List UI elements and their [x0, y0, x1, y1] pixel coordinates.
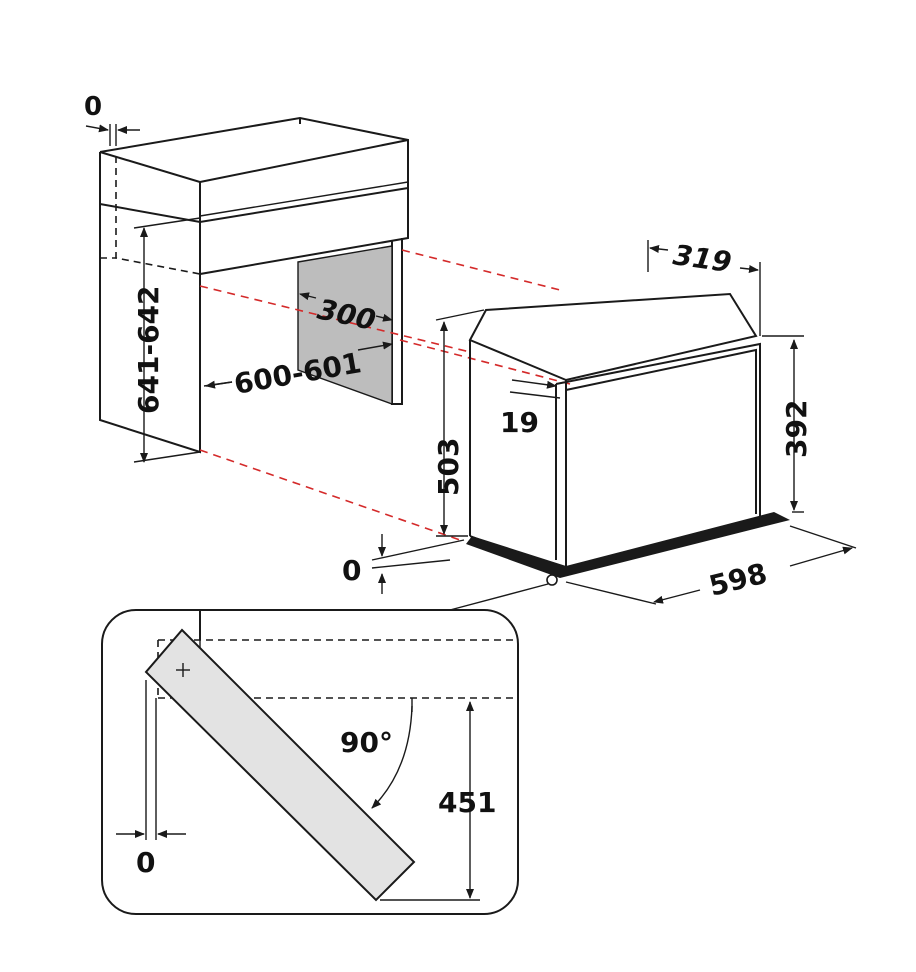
label-oven-front-height: 392 [780, 400, 813, 458]
label-door-clearance: 451 [438, 786, 496, 819]
opened-door [144, 628, 416, 902]
door-detail-inset [101, 609, 519, 915]
cabinet-niche [99, 116, 409, 454]
label-frame-offset: 19 [500, 406, 539, 439]
label-top-gap: 0 [84, 92, 102, 122]
oven-foot [546, 574, 558, 586]
label-side-gap: 0 [136, 846, 155, 879]
alignment-guides [199, 249, 571, 541]
oven-body [466, 292, 790, 586]
label-bottom-gap: 0 [342, 554, 361, 587]
label-oven-width: 598 [706, 557, 771, 603]
niche-back-panel [297, 245, 393, 405]
label-oven-depth-top: 319 [671, 238, 733, 279]
label-oven-height: 503 [432, 438, 465, 496]
dimension-lines [85, 124, 857, 611]
label-door-angle: 90° [340, 726, 393, 759]
label-niche-height: 641-642 [132, 285, 165, 414]
